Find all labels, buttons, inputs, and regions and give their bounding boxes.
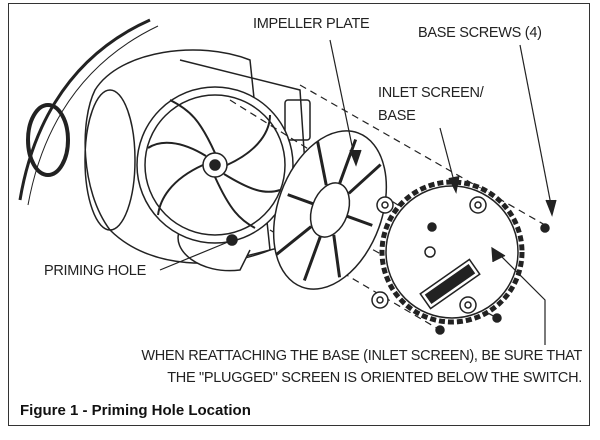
priming-hole: [226, 234, 238, 246]
base-screws-label: BASE SCREWS (4): [418, 25, 542, 41]
impeller: [136, 86, 294, 244]
alignment-lines: [229, 84, 546, 331]
handle-loop: [26, 103, 70, 177]
power-cord-edge: [27, 25, 159, 206]
inlet-screen-label-line1: INLET SCREEN/: [378, 85, 484, 101]
note-line-1: WHEN REATTACHING THE BASE (INLET SCREEN)…: [141, 348, 582, 364]
base-screws: [427, 222, 550, 335]
impeller-plate-label: IMPELLER PLATE: [253, 16, 370, 32]
priming-hole-label: PRIMING HOLE: [44, 263, 146, 279]
figure-caption: Figure 1 - Priming Hole Location: [20, 402, 251, 419]
impeller-plate: [272, 130, 388, 290]
inlet-screen-label-line2: BASE: [378, 108, 416, 124]
leader-lines: [159, 39, 557, 345]
inlet-screen-base: [371, 179, 525, 325]
note-line-2: THE "PLUGGED" SCREEN IS ORIENTED BELOW T…: [167, 370, 582, 386]
power-cord: [18, 18, 151, 201]
figure-frame: [8, 3, 590, 426]
